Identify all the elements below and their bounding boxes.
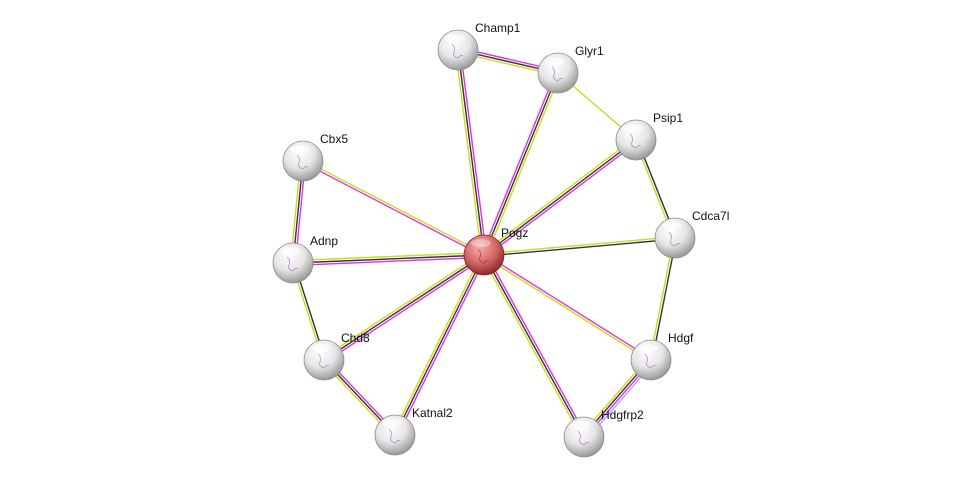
- edge-evidence-coexpression: [483, 254, 585, 438]
- node-chd8[interactable]: Chd8: [303, 331, 370, 381]
- protein-structure-icon: [551, 66, 564, 82]
- edge-evidence-coexpression: [292, 254, 485, 264]
- node-label: Katnal2: [412, 406, 453, 420]
- protein-structure-icon: [644, 353, 657, 369]
- protein-structure-icon: [629, 133, 642, 149]
- edge-evidence-coexpression: [457, 49, 485, 256]
- edge-pogz-adnp[interactable]: [292, 251, 485, 267]
- node-label: Glyr1: [575, 44, 604, 58]
- protein-structure-icon: [577, 430, 590, 446]
- edge-evidence-experiments: [324, 256, 486, 363]
- edge-evidence-coexpression: [483, 72, 559, 256]
- node-highlight: [280, 247, 300, 255]
- edge-evidence-experiments: [302, 161, 484, 257]
- edge-evidence-experiments: [293, 256, 485, 267]
- edge-evidence-textmining: [481, 255, 583, 439]
- edge-evidence-experiments: [485, 141, 638, 258]
- edge-evidence-textmining: [649, 237, 675, 360]
- edge-evidence-coexpression: [651, 238, 677, 361]
- node-label: Hdgfrp2: [601, 408, 644, 422]
- edge-evidence-textmining: [485, 73, 561, 257]
- edge-evidence-textmining: [454, 50, 483, 256]
- edge-pogz-chd8[interactable]: [322, 252, 486, 363]
- edge-pogz-cdca7l[interactable]: [483, 236, 676, 257]
- node-highlight: [545, 57, 565, 65]
- node-label: Champ1: [475, 21, 521, 35]
- edge-evidence-textmining: [392, 253, 483, 435]
- node-champ1[interactable]: Champ1: [437, 21, 521, 71]
- node-katnal2[interactable]: Katnal2: [374, 406, 453, 456]
- protein-structure-icon: [388, 428, 401, 444]
- node-highlight: [571, 421, 591, 429]
- protein-structure-icon: [477, 248, 490, 264]
- edge-evidence-textmining: [322, 252, 484, 359]
- node-label: Cbx5: [320, 132, 348, 146]
- edge-pogz-hdgfrp2[interactable]: [481, 253, 587, 439]
- protein-structure-icon: [286, 256, 299, 272]
- edge-evidence-experiments: [396, 255, 487, 437]
- protein-structure-icon: [296, 154, 309, 170]
- node-label: Adnp: [310, 234, 338, 248]
- edge-pogz-hdgf[interactable]: [482, 253, 653, 362]
- protein-structure-icon: [317, 353, 330, 369]
- node-highlight: [382, 419, 402, 427]
- edge-pogz-psip1[interactable]: [482, 137, 638, 258]
- node-highlight: [471, 239, 491, 247]
- node-highlight: [311, 344, 331, 352]
- node-highlight: [638, 344, 658, 352]
- node-bubble[interactable]: [463, 234, 505, 276]
- edge-evidence-textmining: [303, 159, 485, 255]
- edge-pogz-glyr1[interactable]: [481, 71, 561, 257]
- node-cdca7l[interactable]: Cdca7l: [654, 209, 729, 259]
- protein-structure-icon: [668, 231, 681, 247]
- node-hdgf[interactable]: Hdgf: [630, 331, 694, 381]
- node-adnp[interactable]: Adnp: [272, 234, 338, 284]
- edge-evidence-textmining: [482, 255, 651, 362]
- edge-evidence-coexpression: [484, 238, 676, 257]
- edge-evidence-coexpression: [483, 139, 637, 256]
- node-psip1[interactable]: Psip1: [615, 111, 683, 161]
- edge-pogz-champ1[interactable]: [454, 49, 488, 256]
- node-highlight: [290, 145, 310, 153]
- edge-evidence-coexpression: [323, 254, 485, 361]
- edge-evidence-textmining: [482, 137, 635, 254]
- edge-pogz-katnal2[interactable]: [392, 253, 487, 437]
- node-highlight: [445, 34, 465, 42]
- edge-evidence-coexpression: [394, 254, 485, 436]
- edge-evidence-experiments: [484, 253, 653, 360]
- node-label: Pogz: [501, 226, 528, 240]
- edge-evidence-textmining: [483, 236, 675, 255]
- node-cbx5[interactable]: Cbx5: [282, 132, 348, 182]
- node-highlight: [662, 222, 682, 230]
- edge-evidence-experiments: [481, 71, 557, 255]
- edge-evidence-experiments: [459, 49, 488, 255]
- node-label: Psip1: [653, 111, 683, 125]
- node-glyr1[interactable]: Glyr1: [537, 44, 604, 94]
- node-label: Chd8: [341, 331, 370, 345]
- edge-evidence-textmining: [292, 251, 484, 262]
- edge-evidence-experiments: [485, 253, 587, 437]
- node-highlight: [623, 124, 643, 132]
- node-pogz[interactable]: Pogz: [463, 226, 528, 276]
- edge-pogz-cbx5[interactable]: [302, 159, 485, 257]
- node-label: Hdgf: [668, 331, 694, 345]
- node-label: Cdca7l: [692, 209, 729, 223]
- node-hdgfrp2[interactable]: Hdgfrp2: [563, 408, 644, 458]
- protein-structure-icon: [451, 43, 464, 59]
- edge-cdca7l-hdgf[interactable]: [649, 237, 677, 361]
